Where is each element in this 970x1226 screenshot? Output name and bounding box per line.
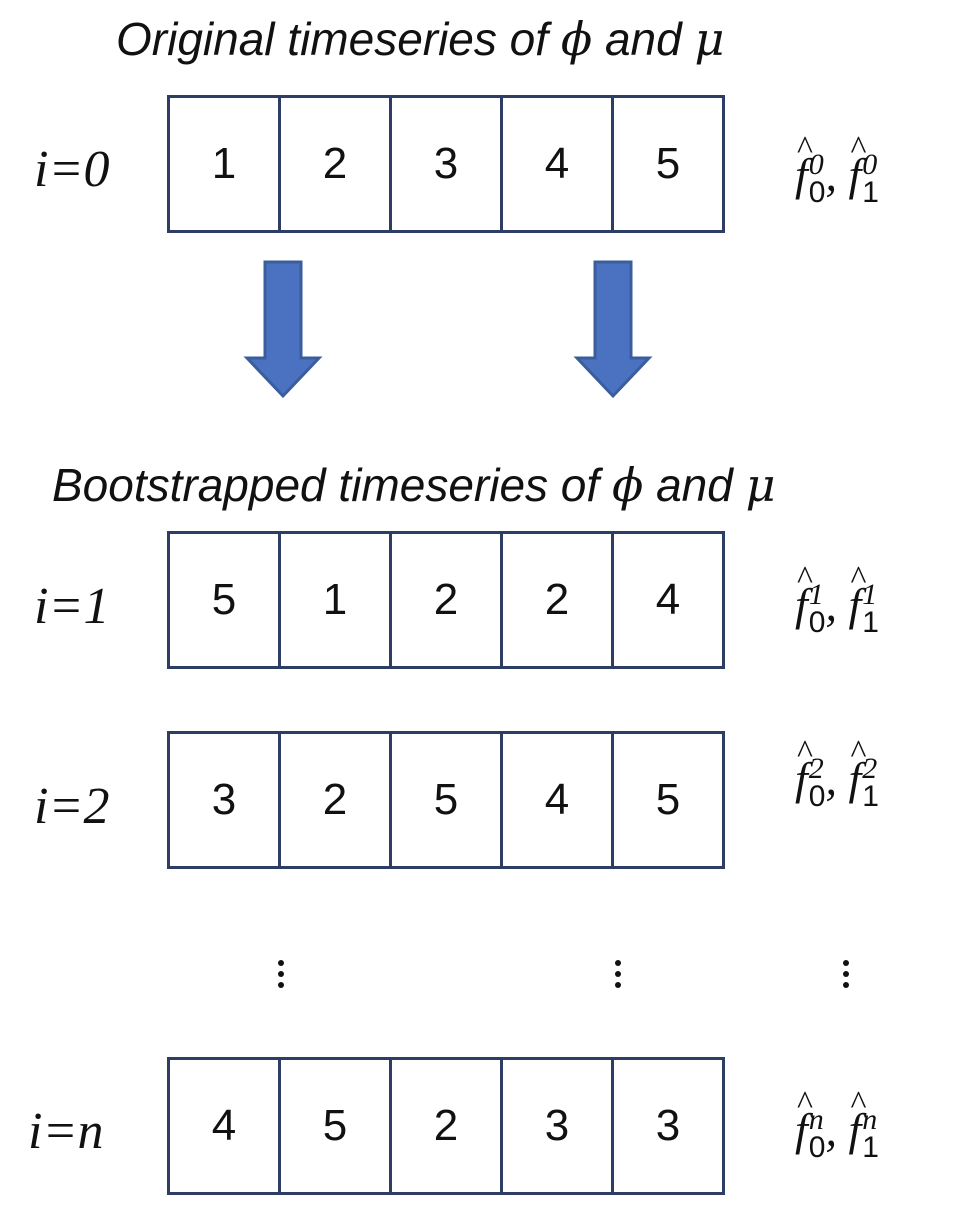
bootstrap-series-row: 5 1 2 2 4 xyxy=(167,531,725,669)
series-cell: 5 xyxy=(655,139,681,188)
series-cell: 5 xyxy=(392,734,503,866)
series-cell: 4 xyxy=(655,575,681,624)
phi-symbol: ϕ xyxy=(560,12,593,66)
series-cell: 5 xyxy=(170,534,281,666)
original-title: Original timeseries of ϕ and μ xyxy=(116,12,724,66)
down-arrow-left xyxy=(243,260,323,399)
series-cell: 2 xyxy=(392,1060,503,1192)
vertical-ellipsis-right xyxy=(841,955,851,993)
series-cell: 3 xyxy=(170,734,281,866)
series-cell: 5 xyxy=(281,1060,392,1192)
index-label-1: i=1 xyxy=(34,578,110,635)
series-cell: 4 xyxy=(503,98,614,230)
bootstrap-series-row: 3 2 5 4 5 xyxy=(167,731,725,869)
series-cell: 4 xyxy=(170,1060,281,1192)
series-cell: 1 xyxy=(170,98,281,230)
bootstrapped-title: Bootstrapped timeseries of ϕ and μ xyxy=(52,458,776,512)
index-label-2: i=2 xyxy=(34,778,110,835)
bootstrapped-title-text: Bootstrapped timeseries of xyxy=(52,459,600,511)
index-label-0: i=0 xyxy=(34,141,110,198)
vertical-ellipsis-left xyxy=(276,955,286,993)
down-arrow-right xyxy=(573,260,653,399)
series-cell: 2 xyxy=(281,734,392,866)
mu-symbol: μ xyxy=(694,12,725,66)
series-cell: 2 xyxy=(392,534,503,666)
series-cell: 1 xyxy=(281,534,392,666)
series-cell: 2 xyxy=(281,98,392,230)
series-cell: 3 xyxy=(655,1101,681,1150)
and-text: and xyxy=(656,459,733,511)
series-cell: 3 xyxy=(503,1060,614,1192)
series-cell: 3 xyxy=(392,98,503,230)
mu-symbol: μ xyxy=(745,458,776,512)
series-cell: 2 xyxy=(503,534,614,666)
series-cell: 4 xyxy=(503,734,614,866)
vertical-ellipsis-middle xyxy=(613,955,623,993)
series-cell: 5 xyxy=(655,775,681,824)
f-symbol: f xyxy=(795,149,808,200)
bootstrap-series-row: 4 5 2 3 3 xyxy=(167,1057,725,1195)
index-label-n: i=n xyxy=(28,1103,104,1160)
original-series-row: 1 2 3 4 5 xyxy=(167,95,725,233)
original-title-text: Original timeseries of xyxy=(116,13,549,65)
and-text: and xyxy=(604,13,682,65)
phi-symbol: ϕ xyxy=(611,458,644,512)
